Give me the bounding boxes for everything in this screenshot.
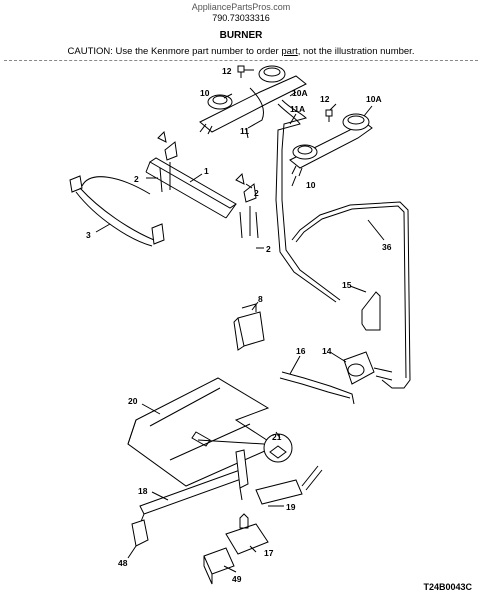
bracket-15[interactable] — [361, 291, 381, 331]
callout-12-front[interactable]: 12 — [320, 94, 330, 104]
callout-2-left[interactable]: 2 — [134, 174, 139, 184]
callout-18[interactable]: 18 — [138, 486, 148, 496]
caution-text-post: , not the illustration number. — [297, 46, 415, 57]
callout-1[interactable]: 1 — [204, 166, 209, 176]
side-bracket-3[interactable] — [69, 175, 165, 247]
callout-36[interactable]: 36 — [382, 242, 392, 252]
callout-15[interactable]: 15 — [342, 280, 352, 290]
switch-8[interactable] — [233, 303, 265, 351]
burner-pan-20[interactable] — [127, 377, 278, 487]
pressure-regulator-14[interactable] — [343, 351, 393, 385]
callout-2-middle[interactable]: 2 — [254, 188, 259, 198]
callout-11[interactable]: 11 — [240, 126, 249, 136]
screw-12-front[interactable] — [325, 109, 333, 122]
callout-10A-front[interactable]: 10A — [366, 94, 382, 104]
caution-text-pre: CAUTION: Use the Kenmore part number to … — [67, 46, 282, 57]
callout-19[interactable]: 19 — [286, 502, 296, 512]
caution-note: CAUTION: Use the Kenmore part number to … — [0, 46, 482, 57]
callout-8[interactable]: 8 — [258, 294, 263, 304]
model-number: 790.73033316 — [212, 13, 270, 23]
screw-12-rear[interactable] — [237, 65, 245, 78]
callout-2-right[interactable]: 2 — [266, 244, 271, 254]
switch-49[interactable] — [203, 547, 235, 585]
valve-19[interactable] — [255, 465, 323, 505]
callout-3[interactable]: 3 — [86, 230, 91, 240]
igniter-module-17[interactable] — [225, 513, 269, 555]
gas-line-36[interactable] — [291, 201, 411, 389]
callout-10-rear[interactable]: 10 — [200, 88, 210, 98]
diagram-title: BURNER — [219, 30, 263, 41]
caution-part-link[interactable]: part — [281, 46, 298, 57]
gas-tube-11[interactable] — [247, 87, 264, 129]
callout-20[interactable]: 20 — [128, 396, 138, 406]
callout-49[interactable]: 49 — [232, 574, 242, 584]
gas-tube-16[interactable] — [281, 371, 355, 405]
callout-17[interactable]: 17 — [264, 548, 274, 558]
callout-14[interactable]: 14 — [322, 346, 332, 356]
burner-left-rear[interactable] — [199, 65, 307, 135]
burner-right-front[interactable] — [289, 113, 373, 177]
clip-48[interactable] — [131, 519, 149, 547]
header-divider — [4, 60, 478, 61]
callout-10A-rear[interactable]: 10A — [292, 88, 308, 98]
callout-21[interactable]: 21 — [272, 432, 282, 442]
callout-48[interactable]: 48 — [118, 558, 128, 568]
gas-tube-11A[interactable] — [281, 99, 341, 301]
site-watermark: AppliancePartsPros.com — [191, 2, 291, 12]
callout-11A[interactable]: 11A — [290, 104, 305, 114]
callout-12-rear[interactable]: 12 — [222, 66, 232, 76]
callout-16[interactable]: 16 — [296, 346, 306, 356]
diagram-code: T24B0043C — [423, 582, 472, 592]
callout-10-front[interactable]: 10 — [306, 180, 316, 190]
igniter-2-left[interactable] — [157, 130, 178, 193]
igniter-2-right[interactable] — [235, 172, 259, 239]
burner-bracket-1[interactable] — [145, 157, 237, 219]
nut-21-callout[interactable] — [263, 433, 293, 463]
